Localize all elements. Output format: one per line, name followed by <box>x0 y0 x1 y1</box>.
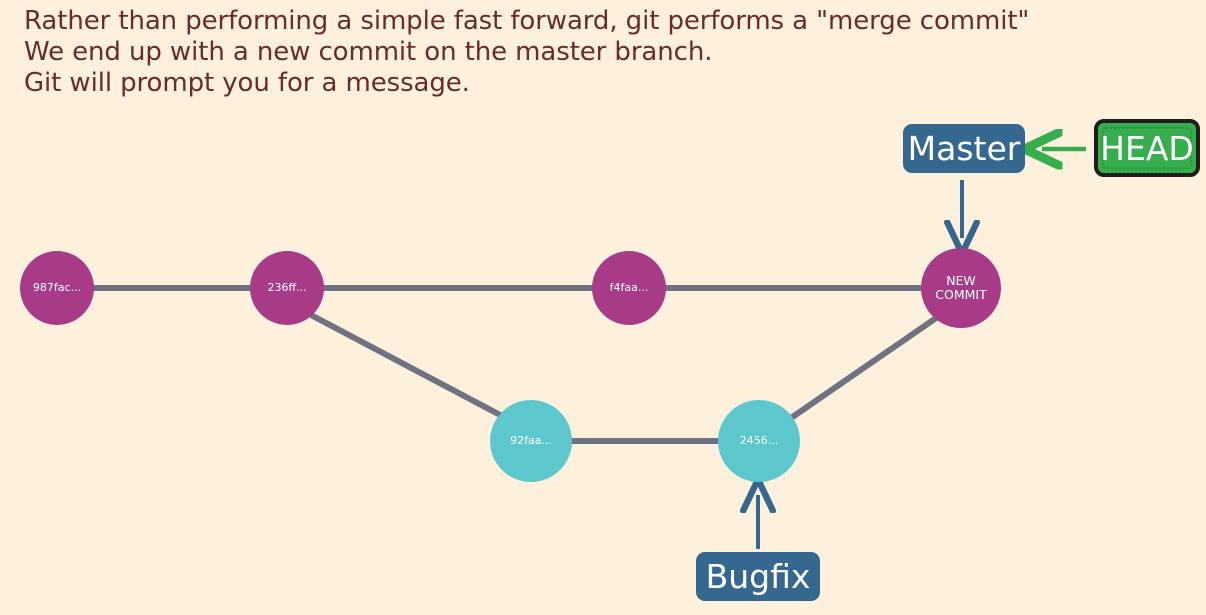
branch-label-bugfix[interactable]: Bugfix <box>696 552 820 601</box>
branch-label-master-text: Master <box>907 129 1021 168</box>
heading-line-1: Rather than performing a simple fast for… <box>24 6 1030 36</box>
commit-node-label: NEW COMMIT <box>935 272 987 302</box>
commit-node-new-commit[interactable]: NEW COMMIT <box>921 248 1001 328</box>
commit-node-label: 987fac... <box>32 280 82 294</box>
branch-label-master[interactable]: Master <box>903 124 1025 173</box>
commit-node-2456[interactable]: 2456... <box>718 400 800 482</box>
commit-node-92faa[interactable]: 92faa... <box>490 400 572 482</box>
commit-node-label: 92faa... <box>510 433 552 447</box>
commit-node-label: 236ff... <box>267 280 307 294</box>
head-pointer-label-text: HEAD <box>1100 128 1194 168</box>
heading-line-3: Git will prompt you for a message. <box>24 68 470 98</box>
commit-node-f4faa[interactable]: f4faa... <box>592 251 666 325</box>
heading-line-2: We end up with a new commit on the maste… <box>24 37 713 67</box>
edge-2456-newcommit <box>789 313 941 421</box>
commit-node-label: f4faa... <box>609 280 649 294</box>
branch-label-bugfix-text: Bugfix <box>705 557 811 596</box>
head-pointer-label[interactable]: HEAD <box>1094 119 1200 177</box>
heading-text-block: Rather than performing a simple fast for… <box>24 6 1144 99</box>
commit-node-987fac[interactable]: 987fac... <box>20 251 94 325</box>
commit-node-label: 2456... <box>739 433 779 447</box>
commit-node-236ff[interactable]: 236ff... <box>250 251 324 325</box>
edge-236ff-92faa <box>309 312 506 420</box>
